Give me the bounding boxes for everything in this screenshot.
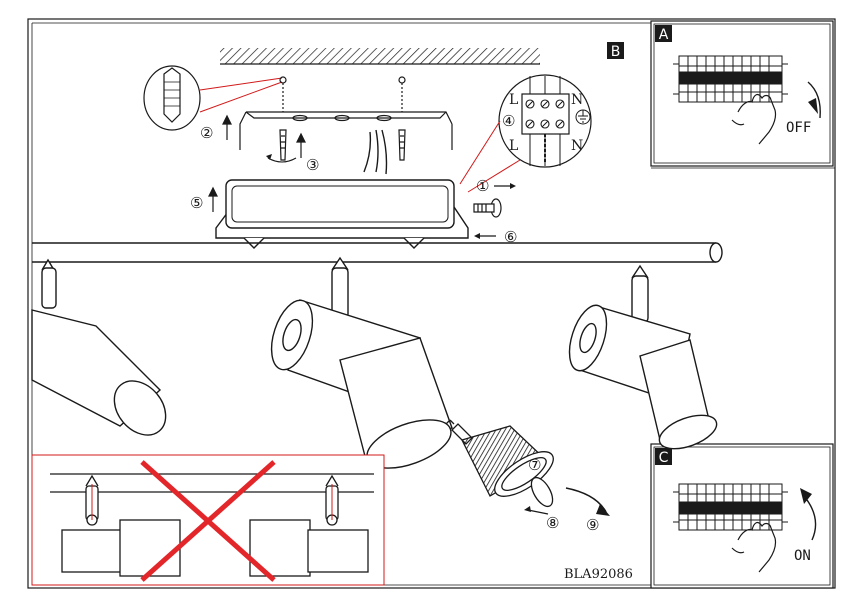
ground-symbol-icon: [575, 109, 591, 125]
screw-icon: [398, 129, 406, 161]
spotlight-right: [568, 264, 718, 450]
prohibited-cross-icon: [140, 460, 276, 582]
push-arrow: [527, 509, 549, 515]
terminal-label-live-top: L: [509, 92, 518, 108]
terminal-block-callout: [459, 74, 592, 193]
step-1: ①: [476, 177, 489, 195]
mains-wires: [363, 129, 388, 175]
step-3: ③: [306, 156, 319, 174]
panel-c-switch-on: C ON: [650, 443, 834, 589]
up-arrow: [208, 114, 306, 212]
gu10-bulb-icon: [445, 419, 554, 497]
spotlight-rail: [32, 242, 723, 263]
step-5: ⑤: [190, 194, 203, 212]
spotlight-middle: [270, 256, 453, 469]
terminal-label-neutral-top: N: [571, 92, 583, 108]
step-4: ④: [502, 112, 515, 130]
wall-plug-callout: [143, 65, 283, 131]
step-6: ⑥: [504, 228, 517, 246]
outer-frame: [27, 18, 836, 589]
step-7: ⑦: [528, 456, 541, 474]
wrong-mounting-panel: [31, 454, 385, 586]
panel-a-label-box: [655, 25, 672, 42]
retaining-ring: [530, 476, 554, 508]
hand-icon: [731, 93, 777, 145]
ceiling-canopy: [215, 179, 469, 249]
panel-b-border: [31, 22, 835, 586]
switch-down-arrow: [807, 81, 821, 119]
terminal-label-live-bottom: L: [509, 138, 518, 154]
step-numbers: ① ② ③ ④ ⑤ ⑥ ⑦ ⑧ ⑨: [190, 112, 599, 534]
panel-b-label-box: [607, 42, 624, 59]
hand-icon: [731, 521, 777, 573]
screw-icon: [279, 129, 287, 161]
step-2: ②: [200, 124, 213, 142]
ceiling-hatch: [220, 48, 540, 64]
mounting-bracket: [239, 76, 453, 150]
panel-c-label: C: [659, 450, 669, 466]
panel-a-label: A: [659, 27, 669, 43]
panel-b-label: B: [611, 44, 621, 60]
step-9: ⑨: [586, 516, 599, 534]
on-label: ON: [794, 548, 811, 564]
panel-c-label-box: [655, 448, 672, 465]
step-8: ⑧: [546, 514, 559, 532]
circuit-breaker-panel-a: [673, 55, 788, 103]
terminal-label-neutral-bottom: N: [571, 138, 583, 154]
model-code: BLA92086: [564, 567, 633, 582]
off-label: OFF: [786, 120, 811, 136]
circuit-breaker-panel-c: [673, 483, 788, 531]
panel-a-switch-off: A OFF: [650, 20, 834, 167]
side-screw-icon: [473, 198, 502, 218]
rotate-arrow: [267, 157, 297, 163]
spotlight-left: [31, 258, 167, 436]
